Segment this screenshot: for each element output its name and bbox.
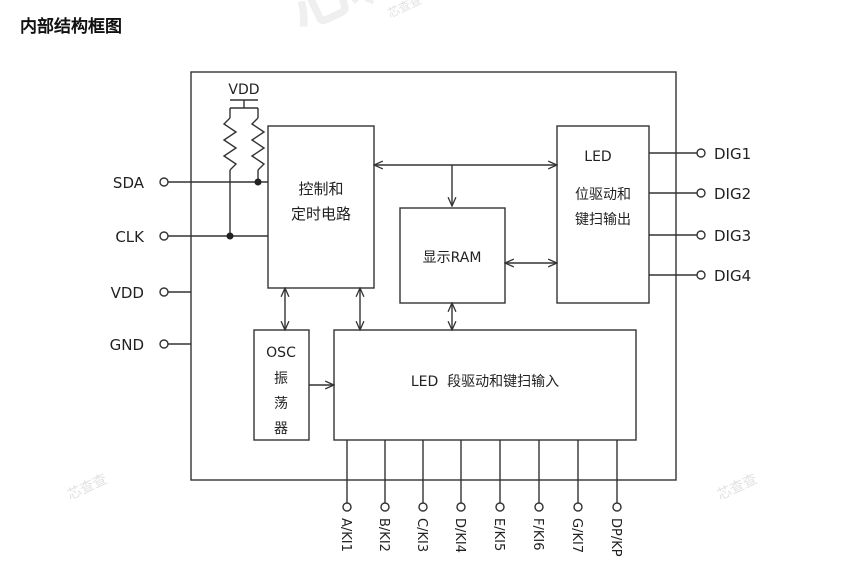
control-label-1: 控制和 (298, 180, 343, 198)
osc-label-3: 荡 (274, 396, 288, 412)
led-digit-driver-block (556, 125, 650, 304)
seg-driver-label: LED 段驱动和键扫输入 (411, 374, 559, 390)
junction-sda (254, 178, 262, 186)
pin-label-dig1: DIG1 (714, 145, 751, 163)
watermark: 芯片 芯查查 芯查查 芯查查 (65, 0, 760, 504)
pin-label-e: E/KI5 (491, 518, 506, 551)
pin-dig3 (696, 230, 706, 240)
led-driver-label-1: LED (584, 149, 611, 165)
pin-label-dig2: DIG2 (714, 185, 751, 203)
osc-label-2: 振 (274, 371, 288, 387)
pin-label-a: A/KI1 (338, 518, 353, 552)
resistor-right (250, 117, 266, 171)
control-label-2: 定时电路 (291, 205, 351, 223)
pin-dp (612, 502, 622, 512)
pin-d (456, 502, 466, 512)
osc-label-1: OSC (266, 345, 296, 361)
pin-label-c: C/KI3 (414, 518, 429, 552)
control-timing-block (267, 125, 375, 289)
pin-label-vdd: VDD (111, 284, 144, 302)
pin-gnd (159, 339, 169, 349)
display-ram-label: 显示RAM (423, 250, 482, 266)
vdd-resistor-label: VDD (228, 82, 259, 98)
pin-f (534, 502, 544, 512)
pin-dig2 (696, 188, 706, 198)
pin-label-b: B/KI2 (376, 518, 391, 552)
junction-clk (226, 232, 234, 240)
page-title: 内部结构框图 (20, 17, 122, 37)
chip-outline (190, 71, 677, 481)
pin-c (418, 502, 428, 512)
pin-clk (159, 231, 169, 241)
pin-label-gnd: GND (110, 336, 144, 354)
led-driver-label-3: 键扫输出 (575, 212, 631, 228)
pin-g (573, 502, 583, 512)
resistor-left (222, 117, 238, 171)
pin-label-dig3: DIG3 (714, 227, 751, 245)
pin-e (495, 502, 505, 512)
pin-sda (159, 177, 169, 187)
pin-dig4 (696, 270, 706, 280)
pin-label-f: F/KI6 (530, 518, 545, 551)
watermark-small-right: 芯查查 (715, 471, 760, 503)
pin-vdd (159, 287, 169, 297)
pin-dig1 (696, 148, 706, 158)
watermark-small-left: 芯查查 (65, 471, 110, 503)
pin-label-sda: SDA (113, 174, 145, 192)
pin-a (342, 502, 352, 512)
led-driver-label-2: 位驱动和 (575, 187, 631, 203)
pin-b (380, 502, 390, 512)
pin-label-d: D/KI4 (452, 518, 467, 553)
pin-label-clk: CLK (115, 228, 145, 246)
pin-label-g: G/KI7 (569, 518, 584, 553)
osc-label-4: 器 (274, 421, 288, 437)
pin-label-dp: DP/KP (608, 518, 623, 557)
pin-label-dig4: DIG4 (714, 267, 751, 285)
